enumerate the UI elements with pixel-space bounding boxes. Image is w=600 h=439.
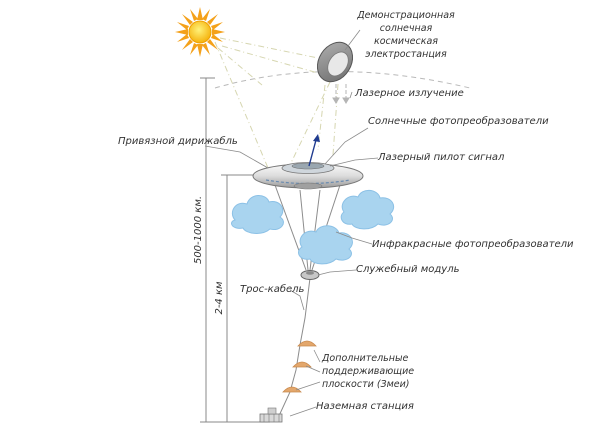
kite-planes <box>282 340 317 393</box>
cloud-left <box>231 195 284 234</box>
label-solar-cells: Солнечные фотопреобразователи <box>368 115 549 127</box>
main-cable <box>277 277 311 419</box>
leader-lines <box>204 29 379 417</box>
cloud-center <box>298 225 353 265</box>
label-ground-station: Наземная станция <box>316 401 414 412</box>
svg-text:Демонстрационная: Демонстрационная <box>356 10 455 21</box>
label-laser-radiation: Лазерное излучение <box>354 88 464 99</box>
orbit-arc <box>214 71 471 89</box>
label-cable: Трос-кабель <box>240 283 305 295</box>
cloud-right <box>340 189 395 230</box>
label-support-planes: Дополнительные поддерживающие плоскости … <box>321 353 414 390</box>
service-module <box>300 270 320 280</box>
tethered-airship <box>252 134 364 190</box>
label-space-station: Демонстрационная солнечная космическая э… <box>356 10 455 60</box>
kite-bottom <box>282 386 302 393</box>
svg-text:космическая: космическая <box>374 36 438 47</box>
label-laser-pilot: Лазерный пилот сигнал <box>377 152 505 163</box>
dimension-label-high: 500-1000 км. <box>193 196 204 264</box>
label-tethered-airship: Привязной дирижабль <box>118 135 238 147</box>
label-infrared-cells: Инфракрасные фотопреобразователи <box>372 238 574 250</box>
kite-middle <box>292 361 312 368</box>
space-station-dish-icon <box>316 41 354 83</box>
label-service-module: Служебный модуль <box>356 263 460 275</box>
svg-text:Дополнительные: Дополнительные <box>321 353 408 364</box>
ground-station <box>259 407 283 423</box>
svg-text:электростанция: электростанция <box>365 49 447 60</box>
svg-text:плоскости (Змеи): плоскости (Змеи) <box>322 379 410 390</box>
laser-beam-arrows <box>332 84 350 104</box>
kite-top <box>297 340 317 347</box>
svg-text:солнечная: солнечная <box>380 23 433 34</box>
dimension-label-low: 2-4 км <box>214 281 225 315</box>
sun-icon <box>175 7 225 57</box>
dimension-line-high <box>200 77 270 423</box>
svg-text:поддерживающие: поддерживающие <box>322 366 414 377</box>
